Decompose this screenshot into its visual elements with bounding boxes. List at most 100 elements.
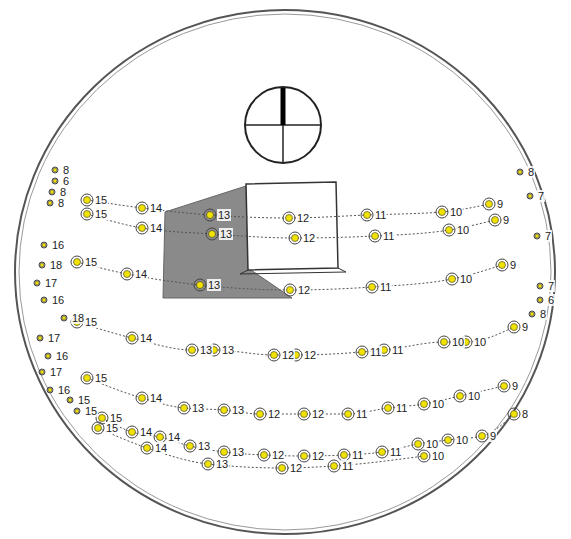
sun-position-marker [366,281,378,293]
sun-position-marker [74,408,80,414]
hour-label: 13 [221,344,235,356]
hour-label: 9 [511,380,519,392]
hour-label: 16 [55,350,69,362]
sun-position-marker [126,332,138,344]
sun-path-line [77,322,514,355]
sun-position-marker [508,321,520,333]
hour-label: 9 [496,198,504,210]
sun-position-marker [121,268,133,280]
sun-position-marker [218,446,230,458]
hour-label: 17 [44,277,58,289]
hour-label: 10 [431,398,445,410]
hour-label: 8 [539,308,547,320]
hour-label: 16 [51,239,65,251]
hour-label: 11 [341,460,354,472]
hour-label: 12 [311,450,325,462]
sun-position-marker [218,404,230,416]
hour-label: 11 [382,230,395,242]
sun-position-marker [194,279,206,291]
hour-label: 11 [355,408,368,420]
hour-label: 10 [449,206,463,218]
hour-label: 8 [57,197,65,209]
hour-label: 8 [527,166,535,178]
horizon-circle [15,10,555,534]
sun-position-marker [508,408,520,420]
horizon-circle-inner [19,14,551,530]
hour-label: 14 [149,222,163,234]
sun-position-marker [34,280,40,286]
hour-label: 12 [296,212,310,224]
hour-label: 12 [302,232,316,244]
sun-position-marker [476,430,488,442]
sun-position-marker [186,344,198,356]
sun-position-marker [141,442,153,454]
sun-position-marker [206,228,218,240]
sun-position-marker [39,369,45,375]
hour-label: 10 [467,390,481,402]
sun-position-marker [436,206,448,218]
sun-position-marker [49,189,55,195]
sun-position-marker [276,462,288,474]
hour-label: 13 [231,404,245,416]
hour-label: 15 [84,256,98,268]
hour-label: 10 [473,336,487,348]
hour-label: 13 [231,446,245,458]
hour-label: 11 [389,446,402,458]
sun-position-marker [81,208,93,220]
hour-label: 7 [544,230,552,242]
hour-label: 15 [94,208,108,220]
hour-label: 7 [537,190,545,202]
hour-label: 10 [456,224,470,236]
hour-label: 17 [49,366,63,378]
sun-position-marker [39,262,45,268]
sun-position-marker [517,169,523,175]
sun-position-marker [81,194,93,206]
sun-position-marker [284,284,296,296]
hour-label: 12 [297,284,311,296]
sun-position-marker [298,408,310,420]
sun-position-marker [254,408,266,420]
sun-position-marker [483,198,495,210]
sun-position-marker [268,349,280,361]
sun-position-marker [537,283,543,289]
hour-label: 11 [369,346,382,358]
sun-position-marker [41,242,47,248]
hour-label: 16 [51,294,65,306]
sun-path-line [77,262,502,290]
sun-position-marker [71,256,83,268]
sun-position-marker [328,460,340,472]
hour-label: 10 [425,438,439,450]
sun-position-marker [537,297,543,303]
hour-label: 15 [84,405,98,417]
hour-label: 11 [391,344,404,356]
sun-position-marker [412,438,424,450]
hour-label: 16 [57,384,71,396]
sun-position-marker [369,230,381,242]
hour-label: 14 [167,431,181,443]
hour-label: 13 [207,279,221,291]
sun-position-marker [283,212,295,224]
hour-label: 17 [47,332,61,344]
sun-position-marker [418,450,430,462]
hour-label: 14 [149,202,163,214]
hour-label: 14 [139,332,153,344]
hour-label: 15 [84,316,98,328]
sun-position-marker [529,311,535,317]
hour-label: 13 [219,228,233,240]
hour-label: 13 [199,344,213,356]
hour-label: 12 [281,349,295,361]
sun-position-marker [37,335,43,341]
hour-label: 13 [215,458,229,470]
sun-position-marker [178,402,190,414]
sun-position-marker [204,209,216,221]
hour-label: 18 [49,259,63,271]
sun-position-marker [67,397,73,403]
sun-position-marker [498,380,510,392]
sun-position-marker [446,273,458,285]
sun-position-marker [527,193,533,199]
sun-position-marker [258,449,270,461]
sun-position-marker [52,178,58,184]
hour-label: 14 [149,392,163,404]
sun-position-marker [47,200,53,206]
